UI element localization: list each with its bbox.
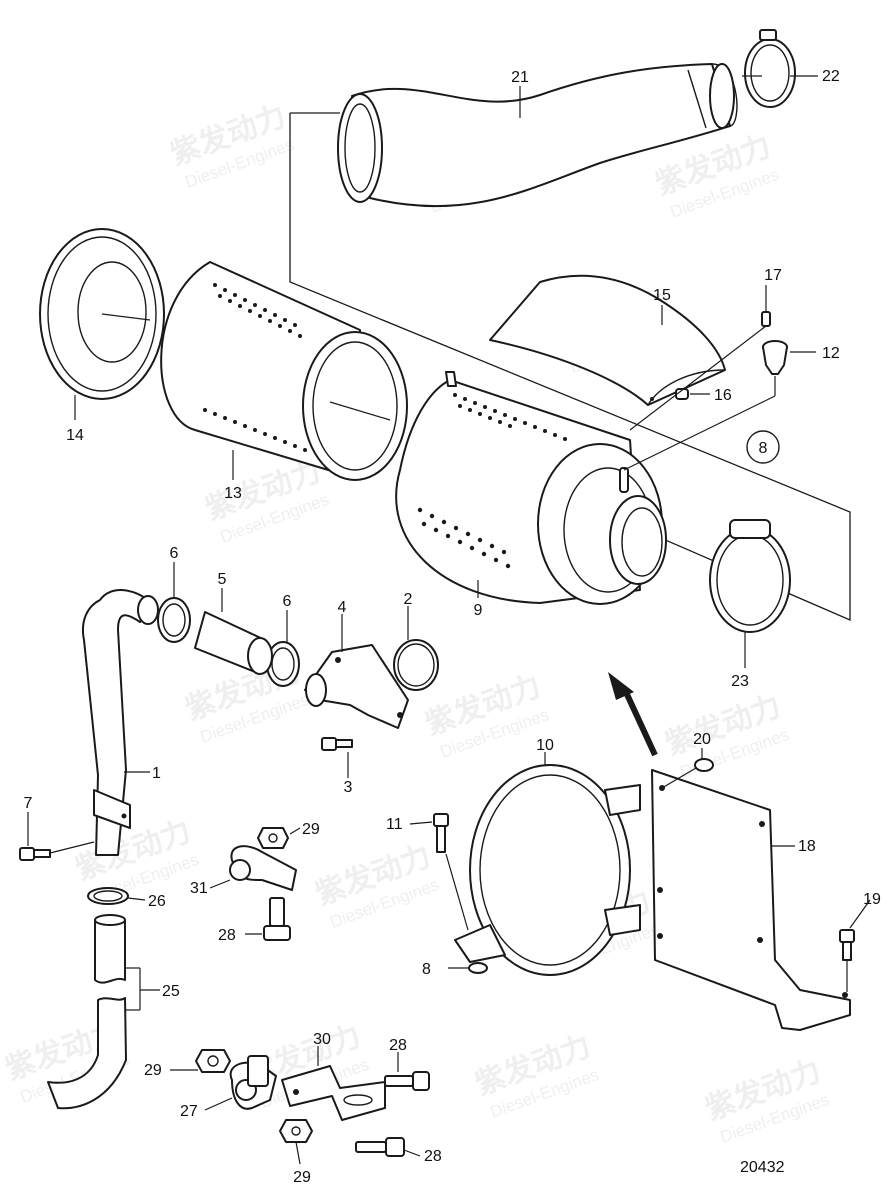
- hose-clamp-top[interactable]: [744, 29, 796, 108]
- housing-perforation: [417, 393, 567, 569]
- bolt-28-right[interactable]: [384, 1071, 430, 1091]
- bolt-28-bottom[interactable]: [355, 1137, 405, 1157]
- watermark: 紫发动力 Diesel-Engines: [661, 689, 792, 782]
- outlet-pipe[interactable]: [82, 589, 159, 856]
- callout-2: 2: [404, 591, 413, 608]
- filter-perforation: [203, 283, 307, 452]
- nut-29-bottom[interactable]: [279, 1119, 313, 1143]
- watermark: 紫发动力 Diesel-Engines: [166, 99, 297, 192]
- intake-hose[interactable]: [337, 63, 738, 208]
- callout-25: 25: [162, 983, 180, 1000]
- callout-14: 13: [224, 485, 242, 502]
- hose-clamp-26[interactable]: [87, 887, 129, 905]
- callout-12: 8: [422, 961, 431, 978]
- callout-23: 22: [822, 68, 840, 85]
- callout-10: 10: [536, 737, 554, 754]
- callout-22: 21: [511, 69, 529, 86]
- callout-labels: 21 22 14 13 15 17 12 16 9 23 6 5 6 4 2 3…: [24, 68, 881, 1186]
- callout-29-bottom: 29: [293, 1169, 311, 1186]
- callout-24: 23: [731, 673, 749, 690]
- callout-31: 31: [190, 880, 208, 897]
- callout-21: 20: [693, 731, 711, 748]
- leader-lines: [27, 75, 871, 1165]
- nut-29-upper[interactable]: [257, 827, 289, 849]
- nut-29-left[interactable]: [195, 1049, 231, 1073]
- elbow-fitting[interactable]: [304, 644, 409, 729]
- callout-20: 19: [863, 891, 881, 908]
- washer-12[interactable]: [468, 962, 488, 974]
- callout-26: 26: [148, 893, 166, 910]
- screw-4[interactable]: [321, 737, 353, 751]
- bolt-11[interactable]: [433, 813, 449, 853]
- drawing-number: 20432: [740, 1159, 785, 1176]
- direction-arrow: [608, 672, 658, 757]
- callout-6b: 6: [283, 593, 292, 610]
- callout-30: 30: [313, 1031, 331, 1048]
- lower-hose[interactable]: [47, 914, 127, 1110]
- saddle-clamp-31[interactable]: [229, 845, 297, 891]
- callout-3: 4: [338, 599, 347, 616]
- bolt-28-upper[interactable]: [263, 897, 291, 941]
- callout-29-left: 29: [144, 1062, 162, 1079]
- watermark: 紫发动力 Diesel-Engines: [201, 454, 332, 547]
- callout-6a: 6: [170, 545, 179, 562]
- callout-7: 7: [24, 795, 33, 812]
- heat-shield[interactable]: [489, 274, 726, 406]
- callout-13: 12: [822, 345, 840, 362]
- callout-28-upper: 28: [218, 927, 236, 944]
- callout-17: 16: [714, 387, 732, 404]
- angle-bracket[interactable]: [281, 1065, 386, 1121]
- watermark: 紫发动力 Diesel-Engines: [311, 839, 442, 932]
- hose-clamp-6a[interactable]: [157, 597, 191, 643]
- mounting-band[interactable]: [454, 764, 641, 976]
- mounting-plate[interactable]: [651, 769, 851, 1031]
- group-marker-label: 8: [759, 440, 768, 457]
- callout-1: 1: [152, 765, 161, 782]
- watermark: 紫发动力 Diesel-Engines: [471, 1029, 602, 1122]
- dust-valve[interactable]: [762, 340, 788, 375]
- screw-18[interactable]: [761, 311, 771, 327]
- washer-21[interactable]: [694, 758, 714, 772]
- watermark: 紫发动力 Diesel-Engines: [421, 669, 552, 762]
- callout-15: 14: [66, 427, 84, 444]
- callout-18: 17: [764, 267, 782, 284]
- group-marker: 8: [746, 430, 780, 464]
- callout-16: 15: [653, 287, 671, 304]
- callout-27: 27: [180, 1103, 198, 1120]
- short-hose[interactable]: [194, 611, 273, 675]
- callout-29-upper: 29: [302, 821, 320, 838]
- filter-element[interactable]: [160, 261, 408, 481]
- callout-4: 3: [344, 779, 353, 796]
- air-filter-housing[interactable]: [395, 371, 667, 605]
- callout-28-bottom: 28: [424, 1148, 442, 1165]
- callout-19: 18: [798, 838, 816, 855]
- spacer[interactable]: [675, 388, 689, 400]
- screw-7[interactable]: [19, 847, 51, 861]
- callout-11: 11: [386, 816, 403, 833]
- watermark: 紫发动力 Diesel-Engines: [701, 1054, 832, 1147]
- o-ring[interactable]: [393, 639, 439, 691]
- housing-clamp[interactable]: [709, 519, 791, 633]
- callout-28-right: 28: [389, 1037, 407, 1054]
- saddle-clamp-27[interactable]: [229, 1055, 277, 1110]
- callout-5: 5: [218, 571, 227, 588]
- bolt-20[interactable]: [839, 929, 855, 961]
- callout-9: 9: [474, 602, 483, 619]
